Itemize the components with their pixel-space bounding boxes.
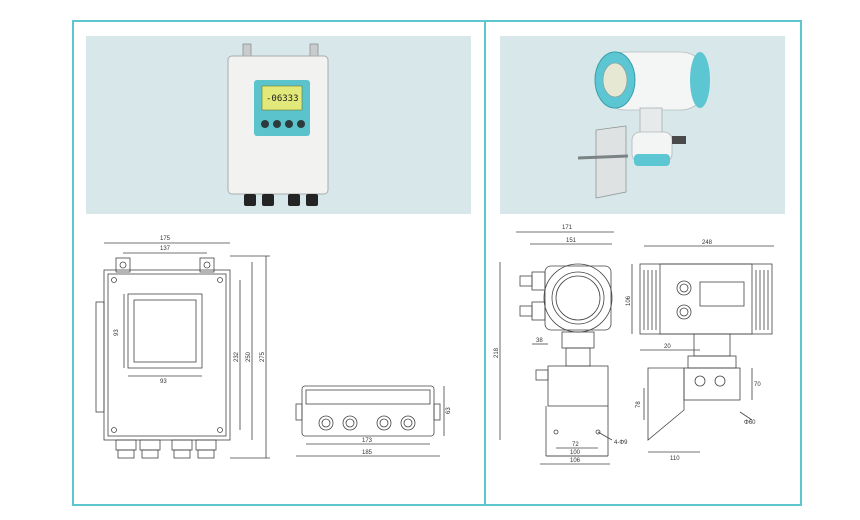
- dim-width-total: 175: [160, 236, 171, 242]
- dim-base-total: 106: [570, 458, 581, 464]
- lcd-reading: -06333: [266, 94, 299, 104]
- dim-height-inner: 232: [234, 351, 240, 362]
- dim-window-height: 93: [114, 329, 120, 336]
- converter-bottom-view: [295, 385, 445, 457]
- sensor-front-view: [631, 245, 774, 453]
- dim-bottom-width-inner: 173: [362, 438, 373, 444]
- dim-front-width-total: 248: [702, 240, 713, 246]
- dim-base-width: 100: [570, 450, 581, 456]
- keypad-button: [261, 120, 269, 128]
- keypad-button: [297, 120, 305, 128]
- dim-sensor-height-total: 218: [494, 347, 500, 358]
- cable-gland: [306, 194, 318, 206]
- sensor-photo: [577, 51, 710, 199]
- dim-sensor-width-total: 171: [562, 225, 573, 231]
- cable-gland: [262, 194, 274, 206]
- dim-front-offset: 20: [664, 344, 671, 350]
- dim-height-total: 275: [260, 351, 266, 362]
- dim-hole-label: 4-Φ9: [614, 440, 628, 446]
- cable-gland: [288, 194, 300, 206]
- cable-gland: [244, 194, 256, 206]
- dim-height-mid: 250: [246, 351, 252, 362]
- converter-front-view: [95, 242, 270, 459]
- dim-window-width: 93: [160, 379, 167, 385]
- dim-width-inner: 137: [160, 246, 171, 252]
- sensor-end-cap: [690, 52, 710, 108]
- dim-bracket-height: 70: [754, 382, 761, 388]
- keypad-button: [285, 120, 293, 128]
- dim-pipe-diameter: Φ60: [744, 420, 756, 426]
- lcd-screen: [261, 85, 303, 111]
- outer-frame: [72, 20, 802, 506]
- dim-bottom-height: 63: [446, 407, 452, 414]
- sensor-side-view: [499, 231, 614, 465]
- keypad-button: [273, 120, 281, 128]
- dim-front-base-width: 110: [670, 456, 680, 462]
- converter-photo: -06333: [227, 43, 329, 206]
- dim-bottom-width-total: 185: [362, 450, 373, 456]
- dim-flange-offset: 38: [536, 338, 543, 344]
- sensor-window: [602, 62, 628, 98]
- mounting-bracket: [595, 125, 627, 199]
- dim-front-height: 106: [626, 295, 632, 306]
- dim-bolt-spacing: 72: [572, 442, 579, 448]
- dim-sensor-width-inner: 151: [566, 238, 577, 244]
- dim-bracket-depth: 78: [636, 401, 642, 408]
- panel-divider: [484, 20, 486, 506]
